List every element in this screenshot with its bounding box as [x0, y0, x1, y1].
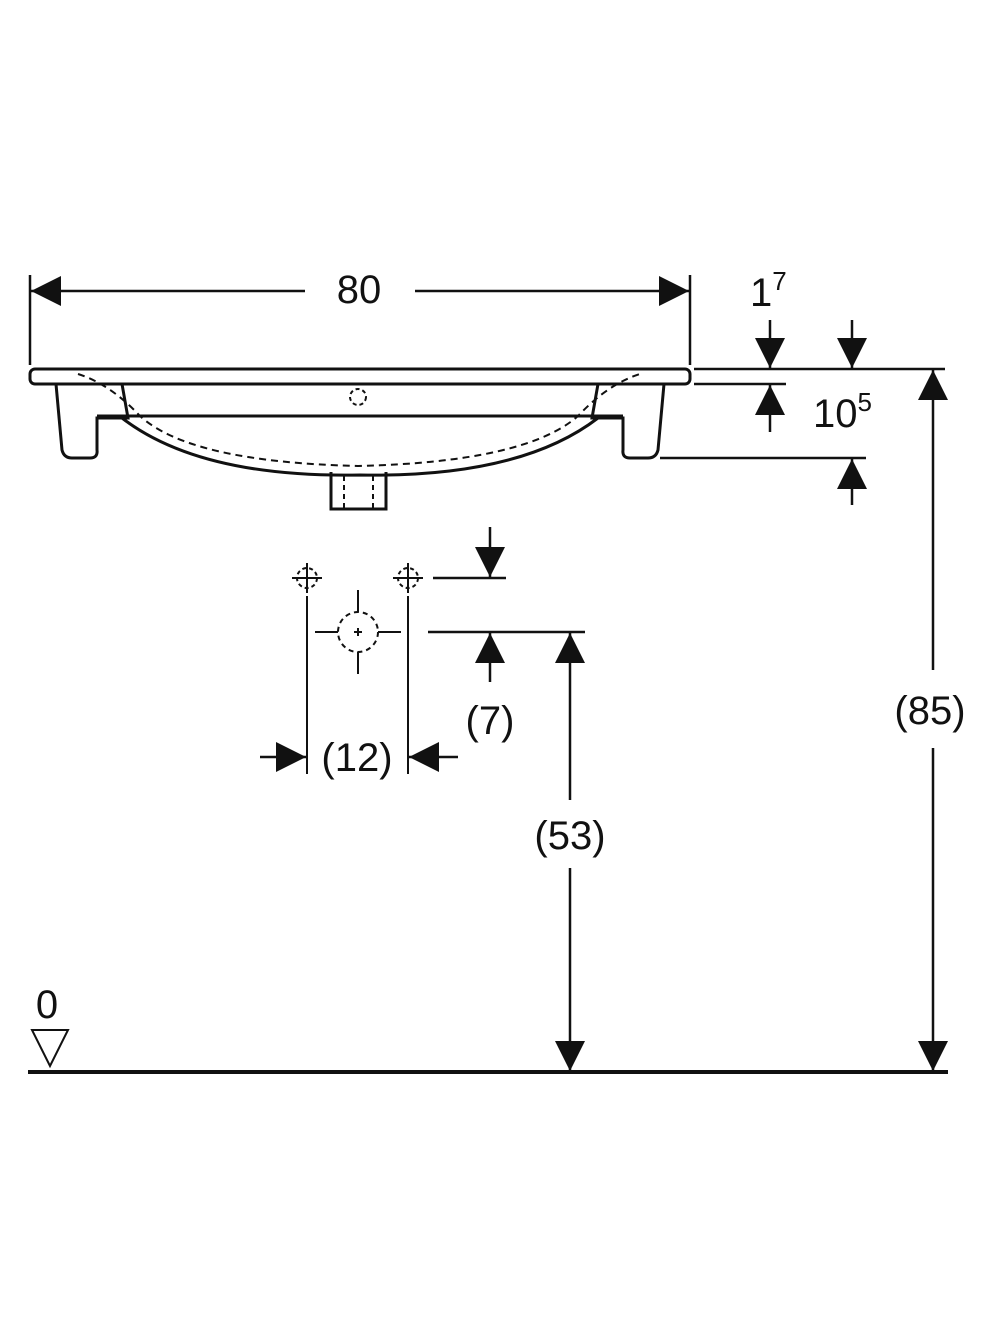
dimension-lines — [28, 275, 948, 1071]
basin-right-leg — [590, 383, 666, 460]
tap-hole-left — [292, 563, 322, 593]
basin-bowl — [121, 416, 599, 477]
rim-thickness-label: 17 — [750, 266, 787, 315]
washbasin — [28, 367, 692, 511]
tap-hole-right — [393, 563, 423, 593]
basin-rim — [28, 367, 692, 386]
width-label: 80 — [337, 268, 382, 312]
tap-spacing-label: (12) — [321, 736, 392, 780]
overflow-hole — [349, 388, 367, 406]
basin-left-leg — [54, 383, 130, 460]
waste-offset-label: (7) — [466, 699, 515, 743]
floor-level-triangle — [30, 1029, 70, 1069]
tap-layout — [292, 563, 423, 774]
drain-outlet — [329, 472, 388, 511]
hidden-bowl-outline — [77, 373, 641, 468]
rim-height-label: (85) — [894, 689, 965, 733]
floor-level-label: 0 — [36, 983, 58, 1027]
waste-height-label: (53) — [534, 814, 605, 858]
basin-depth-label: 105 — [813, 387, 872, 436]
waste-position — [315, 590, 401, 674]
